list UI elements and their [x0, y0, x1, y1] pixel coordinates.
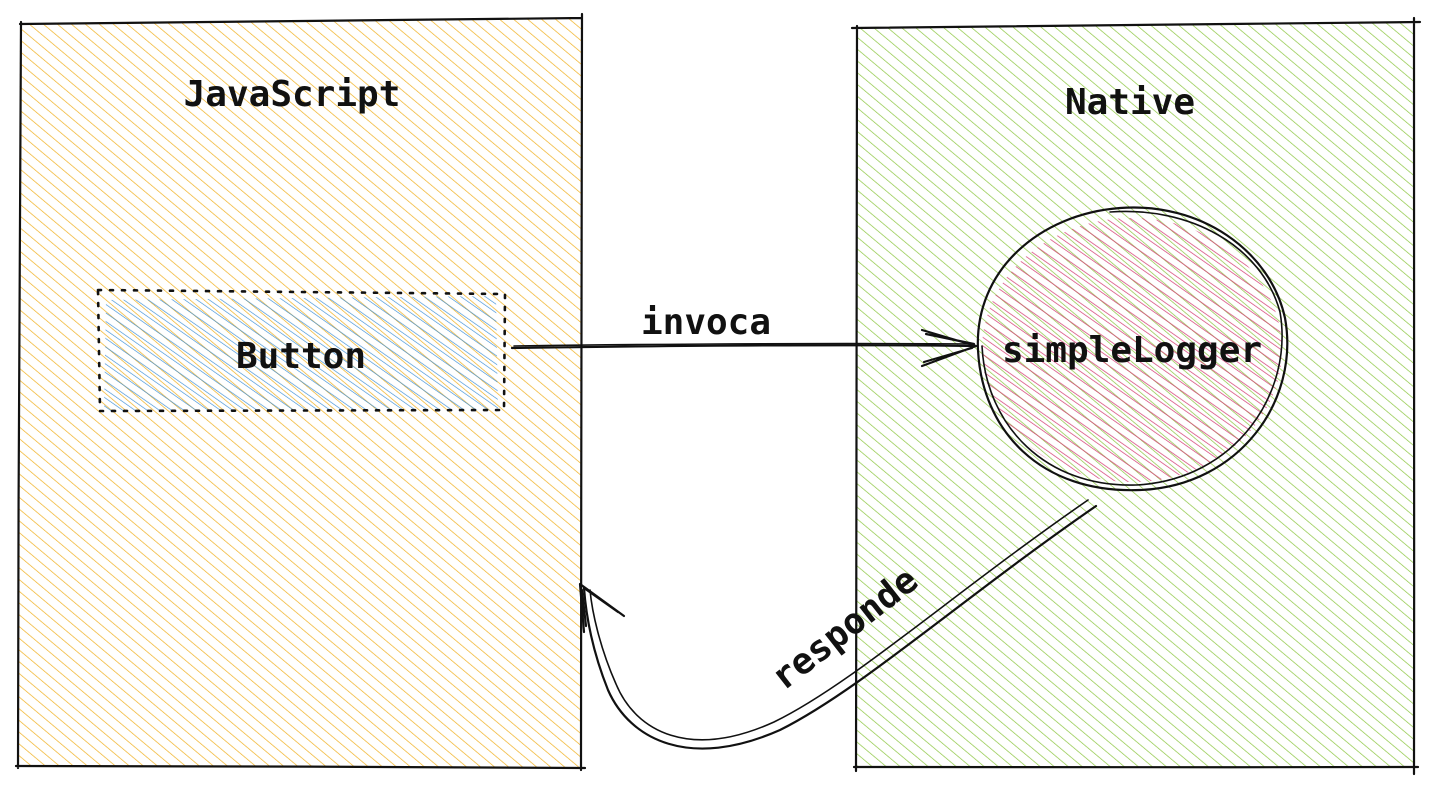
invoke-arrow-label: invoca: [641, 302, 771, 343]
invoke-arrow-shaft-overstroke: [513, 342, 975, 347]
invoke-arrow-shaft: [510, 344, 978, 350]
simple-logger-node: simpleLogger: [976, 206, 1289, 492]
javascript-panel-title: JavaScript: [184, 74, 401, 115]
simple-logger-label: simpleLogger: [1002, 330, 1262, 371]
invoke-arrow: invoca: [510, 302, 978, 368]
invoke-arrow-head: [920, 328, 978, 368]
simple-logger-fill: [982, 218, 1282, 482]
respond-arrow-shaft-overstroke: [589, 499, 1089, 741]
native-panel-title: Native: [1065, 82, 1195, 123]
respond-arrow-head: [578, 582, 626, 634]
javascript-panel-border: [14, 12, 587, 772]
respond-arrow-shaft: [582, 504, 1098, 750]
simple-logger-border: [976, 206, 1289, 492]
simple-logger-border-overstroke: [981, 210, 1283, 486]
button-node-fill: [104, 296, 498, 412]
button-node: Button: [96, 288, 507, 413]
button-node-label: Button: [236, 336, 366, 377]
native-panel-border: [850, 16, 1422, 776]
